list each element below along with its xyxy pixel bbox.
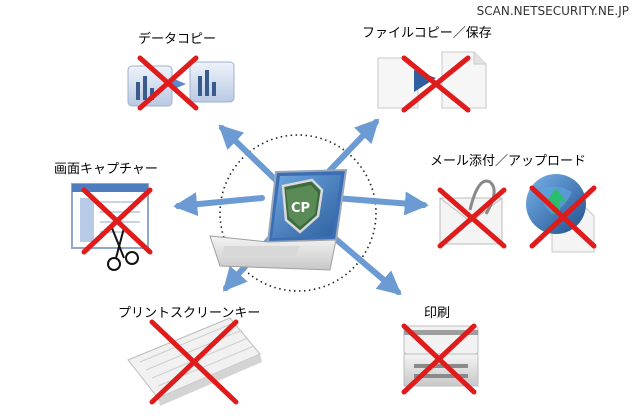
- label-mail-upload: メール添付／アップロード: [430, 154, 587, 169]
- data-copy-cross: [137, 55, 199, 111]
- label-data-copy: データコピー: [138, 32, 217, 47]
- upload-cross: [529, 185, 597, 249]
- arrow-to-data-copy: [218, 124, 285, 189]
- printer-cross: [401, 323, 477, 395]
- arrow-to-screen-capture: [173, 192, 265, 217]
- data-copy-icon: [127, 61, 235, 107]
- center-dotted-circle: [219, 134, 377, 292]
- label-file-copy: ファイルコピー／保存: [362, 26, 492, 41]
- file-copy-icon: [377, 51, 487, 109]
- screen-capture-cross: [81, 187, 153, 255]
- cp-shield-logo: [281, 178, 324, 234]
- label-print: 印刷: [424, 306, 451, 321]
- print-screen-cross: [149, 319, 239, 405]
- file-copy-cross: [401, 55, 471, 113]
- watermark: SCAN.NETSECURITY.NE.JP: [476, 4, 629, 18]
- cp-logo-text: CP: [291, 201, 310, 216]
- label-screen-capture: 画面キャプチャー: [54, 162, 158, 177]
- mail-attachment-cross: [437, 187, 507, 249]
- label-print-screen: プリントスクリーンキー: [118, 306, 261, 321]
- laptop-icon: [209, 168, 348, 271]
- arrow-to-mail-upload: [332, 191, 429, 216]
- scissors-icon: [107, 227, 139, 271]
